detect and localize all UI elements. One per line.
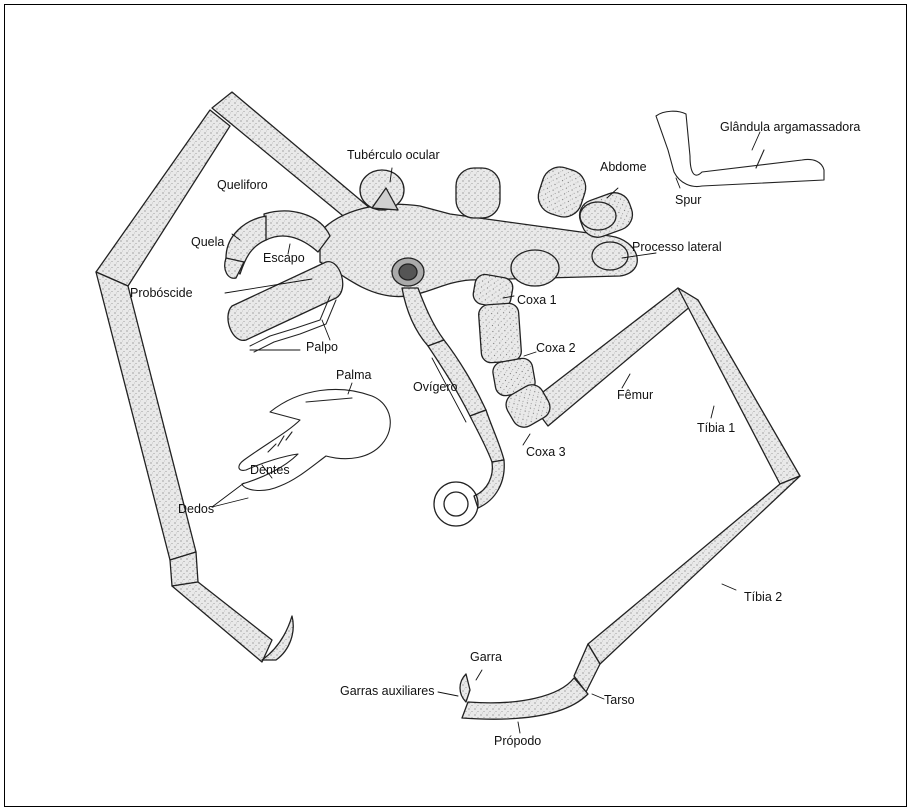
label-dedos: Dedos: [178, 502, 214, 516]
label-spur: Spur: [675, 193, 701, 207]
label-glandula-argamassadora: Glândula argamassadora: [720, 120, 860, 134]
label-garras-auxiliares: Garras auxiliares: [340, 684, 434, 698]
label-coxa-2: Coxa 2: [536, 341, 576, 355]
label-escapo: Escapo: [263, 251, 305, 265]
label-processo-lateral: Processo lateral: [632, 240, 722, 254]
label-femur: Fêmur: [617, 388, 653, 402]
label-tibia-2: Tíbia 2: [744, 590, 782, 604]
label-garra: Garra: [470, 650, 502, 664]
label-ovigero: Ovígero: [413, 380, 457, 394]
label-tibia-1: Tíbia 1: [697, 421, 735, 435]
label-queliforo: Queliforo: [217, 178, 268, 192]
label-coxa-3: Coxa 3: [526, 445, 566, 459]
label-quela: Quela: [191, 235, 224, 249]
label-coxa-1: Coxa 1: [517, 293, 557, 307]
label-tuberculo-ocular: Tubérculo ocular: [347, 148, 440, 162]
label-propodo: Própodo: [494, 734, 541, 748]
label-palma: Palma: [336, 368, 371, 382]
label-abdome: Abdome: [600, 160, 647, 174]
label-proboscide: Probóscide: [130, 286, 193, 300]
label-palpo: Palpo: [306, 340, 338, 354]
label-tarso: Tarso: [604, 693, 635, 707]
label-dentes: Dentes: [250, 463, 290, 477]
